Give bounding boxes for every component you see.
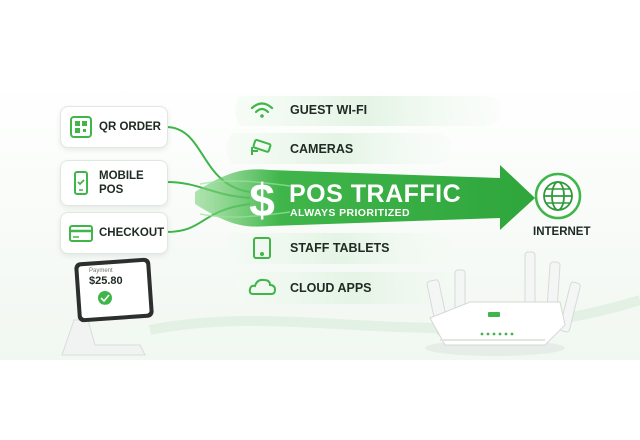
tablet-icon: [253, 237, 271, 259]
globe-icon: [534, 172, 582, 220]
band-label-guest-wifi: GUEST WI-FI: [290, 103, 368, 117]
source-label: MOBILE POS: [99, 170, 144, 196]
wifi-icon: [250, 102, 274, 118]
internet-label: INTERNET: [533, 226, 591, 238]
dollar-icon: $: [249, 174, 275, 226]
pos-terminal-image: [61, 257, 154, 356]
terminal-screen-label: Payment: [89, 268, 113, 274]
terminal-status: Approved: [96, 303, 118, 308]
router-image: [425, 251, 581, 356]
band-guest-wifi: [235, 96, 501, 126]
pos-traffic-title: POS TRAFFIC: [289, 180, 462, 208]
source-mobile-pos: MOBILE POS: [60, 160, 168, 206]
band-label-cloud-apps: CLOUD APPS: [290, 281, 372, 295]
source-label: CHECKOUT: [99, 227, 165, 239]
band-cameras: [227, 133, 451, 164]
source-qr-order: QR ORDER: [60, 106, 168, 148]
cloud-icon: [248, 278, 277, 295]
credit-card-icon: [69, 225, 93, 242]
mobile-phone-icon: [74, 171, 88, 195]
band-staff-tablets: [227, 233, 451, 264]
source-label: QR ORDER: [99, 121, 161, 133]
terminal-amount: $25.80: [89, 275, 123, 287]
band-label-cameras: CAMERAS: [290, 142, 354, 156]
pos-traffic-subtitle: ALWAYS PRIORITIZED: [290, 207, 410, 219]
source-checkout: CHECKOUT: [60, 212, 168, 254]
flow-streak: [199, 180, 291, 187]
qr-code-icon: [70, 116, 92, 138]
band-cloud-apps: [235, 272, 471, 304]
security-camera-icon: [251, 138, 272, 155]
flow-streak: [199, 211, 291, 218]
band-label-staff-tablets: STAFF TABLETS: [290, 241, 390, 255]
